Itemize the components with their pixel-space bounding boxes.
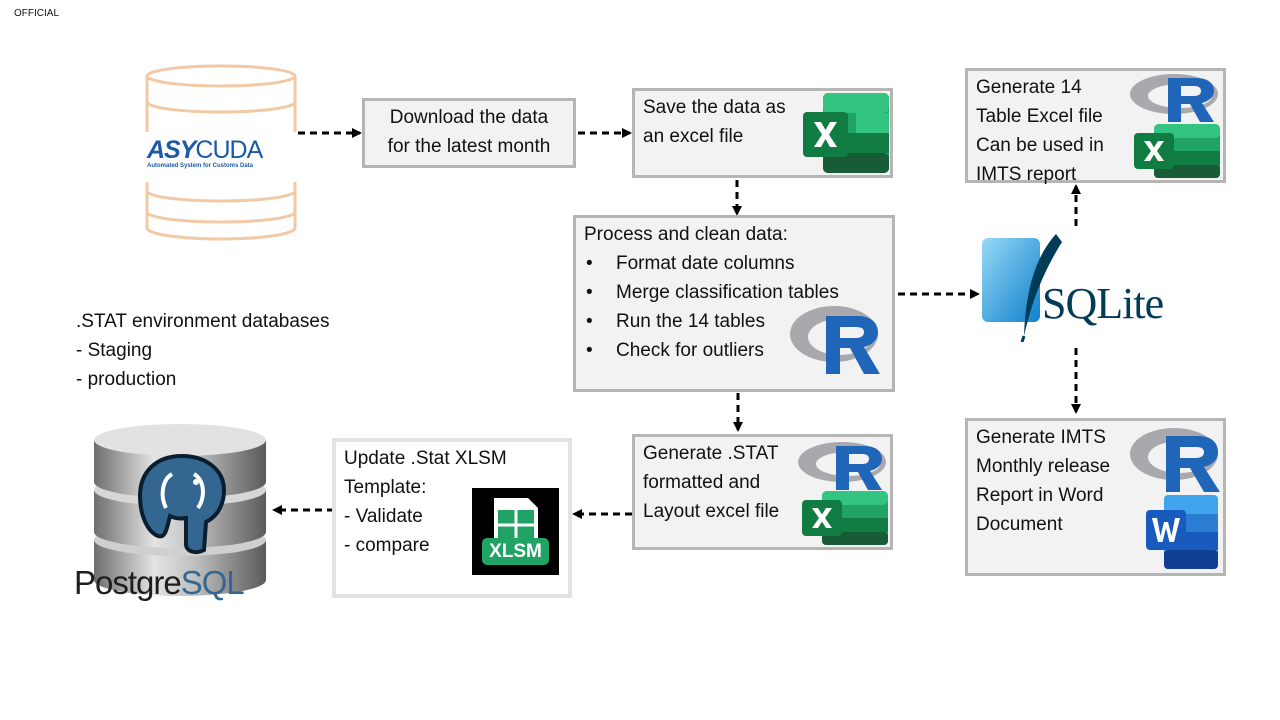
asycuda-logo-text-a: ASY	[147, 136, 196, 164]
stat-environment-text: .STAT environment databases - Staging - …	[76, 307, 329, 394]
env-line: .STAT environment databases	[76, 311, 330, 332]
process-bullet: Merge classification tables	[584, 278, 884, 307]
xlsm-line: Template:	[344, 477, 427, 498]
asycuda-tagline: Automated System for Customs Data	[147, 163, 254, 169]
download-box-line: for the latest month	[387, 136, 551, 157]
classification-label: OFFICIAL	[14, 8, 60, 19]
postgres-label-a: Postgre	[74, 564, 182, 601]
generate14-line: IMTS report	[976, 164, 1077, 185]
env-line: - production	[76, 369, 177, 390]
process-bullet: Format date columns	[584, 249, 884, 278]
download-box-line: Download the data	[389, 107, 549, 128]
imts-line: Monthly release	[976, 456, 1111, 477]
generate14-line: Table Excel file	[976, 106, 1103, 127]
sqlite-logo: SQLite	[980, 232, 1180, 343]
excel-icon	[802, 491, 888, 545]
stat-line: Layout excel file	[643, 501, 780, 522]
sqlite-feather-icon	[982, 234, 1062, 343]
r-logo-icon	[1130, 74, 1218, 122]
download-data-box: Download the data for the latest month	[362, 98, 576, 168]
spreadsheet-file-icon	[482, 498, 549, 565]
xlsm-line: - compare	[344, 535, 430, 556]
generate14-line: Can be used in	[976, 135, 1104, 156]
process-bullet: Run the 14 tables	[584, 307, 884, 336]
xlsm-line: Update .Stat XLSM	[344, 448, 507, 469]
asycuda-logo-text-b: CUDA	[195, 136, 263, 164]
env-line: - Staging	[76, 340, 153, 361]
postgresql-database: PostgreSQL	[74, 418, 286, 608]
stat-line: formatted and	[643, 472, 761, 493]
r-logo-icon	[790, 306, 880, 374]
asycuda-logo: ASYCUDA Automated System for Customs Dat…	[147, 136, 299, 169]
save-box-line: an excel file	[643, 126, 744, 147]
xlsm-icon-label: XLSM	[489, 541, 542, 562]
generate14-line: Generate 14	[976, 77, 1082, 98]
stat-line: Generate .STAT	[643, 443, 779, 464]
postgres-elephant-icon	[137, 453, 227, 554]
word-icon	[1146, 495, 1218, 569]
excel-icon	[803, 93, 889, 173]
process-clean-box: Process and clean data: Format date colu…	[573, 215, 895, 392]
imts-line: Generate IMTS	[976, 427, 1106, 448]
r-logo-icon	[798, 442, 886, 490]
postgres-label-b: SQL	[180, 564, 245, 601]
save-box-line: Save the data as	[643, 97, 786, 118]
imts-line: Report in Word	[976, 485, 1104, 506]
database-cylinder-icon	[145, 64, 298, 241]
postgresql-label: PostgreSQL	[74, 564, 245, 602]
process-box-title: Process and clean data:	[584, 224, 788, 245]
r-logo-icon	[1130, 428, 1220, 492]
xlsm-file-icon: XLSM	[472, 488, 559, 575]
asycuda-database: ASYCUDA Automated System for Customs Dat…	[143, 62, 300, 242]
sqlite-label: SQLite	[1042, 279, 1164, 328]
xlsm-line: - Validate	[344, 506, 423, 527]
process-bullet: Check for outliers	[584, 336, 884, 365]
imts-line: Document	[976, 514, 1063, 535]
excel-icon	[1134, 124, 1220, 178]
